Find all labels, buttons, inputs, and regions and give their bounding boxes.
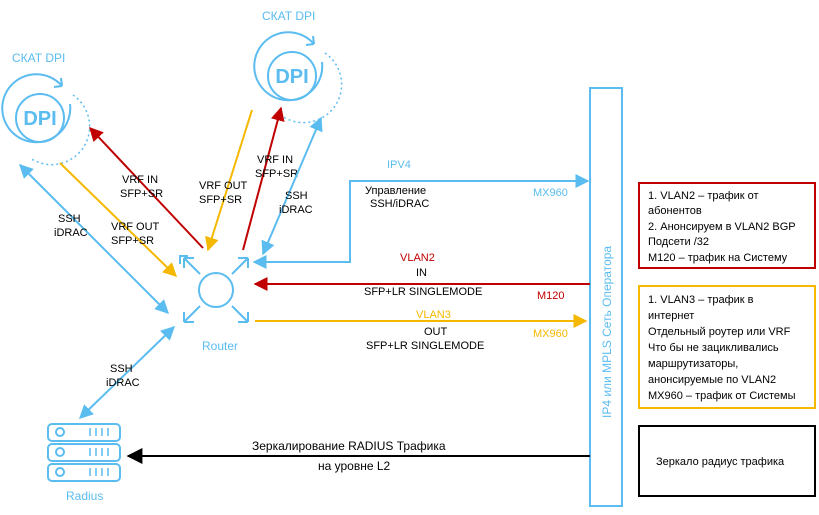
link-mirror: Зеркалирование RADIUS Трафика на уровне … — [126, 439, 590, 473]
link-vlan3-line2: SFP+LR SINGLEMODE — [366, 340, 484, 352]
link-vlan3-tag: MX960 — [533, 328, 568, 340]
note-yellow-line: MX960 – трафик от Системы — [648, 390, 796, 402]
note-yellow-line: анонсируемые по VLAN2 — [648, 374, 776, 386]
router-label: Router — [202, 339, 238, 353]
link-vlan3: VLAN3 OUT SFP+LR SINGLEMODE MX960 — [255, 309, 588, 352]
note-yellow-line: маршрутизаторы, — [648, 358, 738, 370]
link-top-blue: SSH iDRAC — [261, 116, 323, 256]
note-box-black: Зеркало радиус трафика — [638, 425, 816, 497]
router-icon — [179, 255, 249, 323]
note-red-line: Подсети /32 — [648, 236, 709, 248]
note-yellow-line: Что бы не зацикливались — [648, 342, 779, 354]
link-radius-blue-line2: iDRAC — [106, 377, 140, 389]
link-top-blue-line1: SSH — [285, 190, 308, 202]
note-yellow-line: Отдельный роутер или VRF — [648, 326, 791, 338]
router-node: Router — [179, 255, 249, 353]
note-red-line: 2. Анонсируем в VLAN2 BGP — [648, 221, 796, 233]
link-ipv4-tag: MX960 — [533, 187, 568, 199]
link-vlan3-line1: OUT — [424, 326, 448, 338]
link-top-red: VRF IN SFP+SR — [242, 106, 298, 251]
server-icon — [47, 423, 121, 482]
link-radius-blue: SSH iDRAC — [78, 326, 176, 419]
link-top-blue-line2: iDRAC — [279, 204, 313, 216]
link-vlan2-title: VLAN2 — [400, 252, 435, 264]
operator-network-bar: IP4 или MPLS Сеть Оператора — [589, 87, 623, 507]
link-left-blue-line1: SSH — [58, 213, 81, 225]
note-black-line: Зеркало радиус трафика — [656, 456, 785, 468]
dpi-top-node: СКАТ DPI DPI — [253, 9, 343, 124]
link-top-red-line1: VRF IN — [257, 154, 293, 166]
dpi-top-logo-text: DPI — [275, 66, 308, 88]
note-red-line: 1. VLAN2 – трафик от — [648, 190, 759, 202]
link-radius-blue-line1: SSH — [110, 363, 133, 375]
radius-node: Radius — [47, 423, 121, 503]
radius-label: Radius — [66, 489, 103, 503]
dpi-left-logo-text: DPI — [23, 108, 56, 130]
note-box-red: 1. VLAN2 – трафик от абонентов 2. Анонси… — [638, 182, 816, 269]
dpi-left-title: СКАТ DPI — [12, 51, 65, 65]
link-left-blue-line2: iDRAC — [54, 227, 88, 239]
note-red-line: абонентов — [648, 205, 702, 217]
link-vlan2-line2: SFP+LR SINGLEMODE — [364, 286, 482, 298]
link-top-yellow-line1: VRF OUT — [199, 180, 248, 192]
dpi-left-logo-icon: DPI — [1, 73, 91, 166]
link-vlan3-title: VLAN3 — [416, 309, 451, 321]
link-top-yellow-line2: SFP+SR — [199, 194, 242, 206]
link-top-red-line2: SFP+SR — [255, 168, 298, 180]
link-left-yellow-line2: SFP+SR — [111, 235, 154, 247]
link-left-blue: SSH iDRAC — [19, 164, 169, 314]
link-top-yellow: VRF OUT SFP+SR — [199, 109, 253, 252]
note-red-line: M120 – трафик на Систему — [648, 252, 788, 264]
link-vlan2-line1: IN — [416, 267, 427, 279]
link-left-red-line1: VRF IN — [122, 174, 158, 186]
link-vlan2-tag: M120 — [537, 290, 565, 302]
note-yellow-line: 1. VLAN3 – трафик в — [648, 294, 754, 306]
link-left-yellow-line1: VRF OUT — [111, 221, 160, 233]
dpi-top-logo-icon: DPI — [253, 31, 343, 124]
operator-network-label: IP4 или MPLS Сеть Оператора — [600, 246, 614, 418]
link-ipv4: IPV4 Управление SSH/iDRAC MX960 — [252, 159, 590, 269]
note-box-yellow: 1. VLAN3 – трафик в интернет Отдельный р… — [638, 285, 816, 409]
link-ipv4-line1: Управление — [365, 185, 426, 197]
link-left-red-line2: SFP+SR — [120, 188, 163, 200]
note-yellow-line: интернет — [648, 310, 694, 322]
link-ipv4-line2: SSH/iDRAC — [370, 198, 429, 210]
link-mirror-line2: на уровне L2 — [318, 459, 391, 473]
link-vlan2: VLAN2 IN SFP+LR SINGLEMODE M120 — [253, 252, 590, 302]
dpi-left-node: СКАТ DPI DPI — [1, 51, 91, 166]
link-ipv4-title: IPV4 — [387, 159, 411, 171]
link-mirror-line1: Зеркалирование RADIUS Трафика — [252, 439, 446, 453]
dpi-top-title: СКАТ DPI — [262, 9, 315, 23]
